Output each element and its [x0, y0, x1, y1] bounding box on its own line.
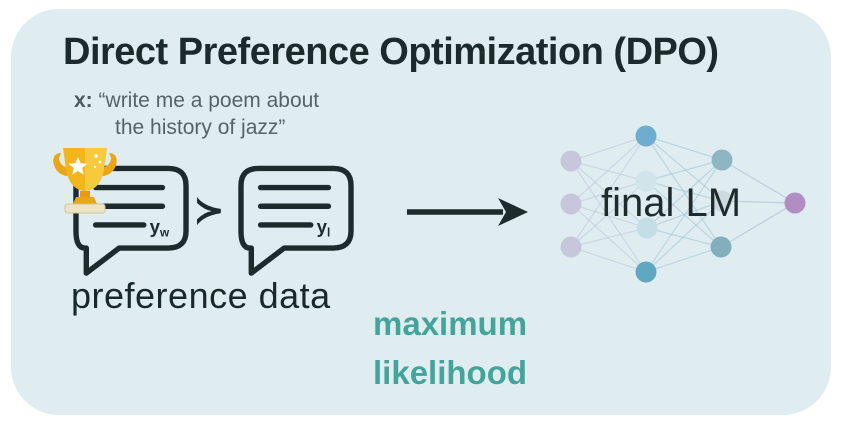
objective-line-2: likelihood: [373, 354, 528, 391]
preference-data-caption: preference data: [71, 275, 331, 316]
bubble-outline: [238, 165, 354, 276]
winner-label: yw: [150, 216, 170, 240]
figure-title: Direct Preference Optimization (DPO): [63, 31, 719, 73]
prompt-line-1: x: “write me a poem about: [74, 87, 319, 114]
preference-succ-symbol: ≻: [193, 188, 225, 232]
right-arrow-icon: [407, 198, 528, 226]
prompt-text: x: “write me a poem about the history of…: [74, 87, 319, 141]
objective-text: maximum likelihood: [373, 299, 527, 397]
prompt-quote-1: “write me a poem about: [98, 89, 320, 112]
objective-line-1: maximum: [373, 305, 528, 342]
loser-response-bubble-icon: yl: [238, 165, 354, 276]
final-lm-label: final LM: [600, 181, 742, 225]
trophy-star: [68, 157, 88, 175]
trophy-icon: [53, 148, 117, 214]
prompt-line-2: the history of jazz”: [115, 116, 286, 139]
prompt-x-label: x:: [74, 89, 93, 112]
loser-label: yl: [317, 216, 331, 240]
